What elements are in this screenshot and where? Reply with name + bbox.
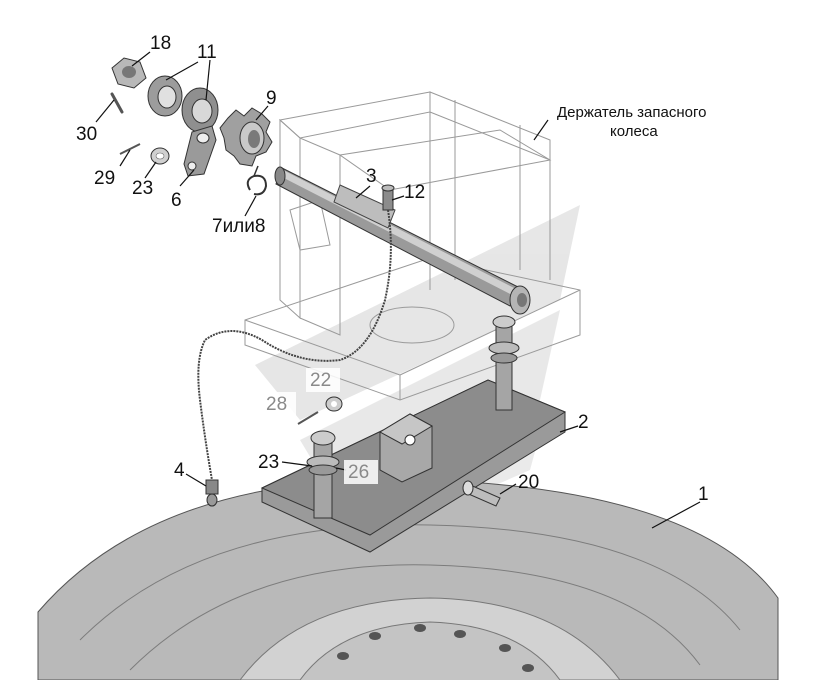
bearing-11b [181, 87, 219, 133]
spring-clip-7or8 [246, 165, 268, 196]
callout-23-bottom: 23 [258, 452, 279, 473]
callout-22: 22 [310, 370, 331, 391]
callout-6: 6 [171, 190, 182, 211]
callout-3: 3 [366, 166, 377, 187]
callout-2: 2 [578, 412, 589, 433]
shaft-3 [274, 166, 531, 315]
callout-4: 4 [174, 460, 185, 481]
callout-7or8: 7или8 [212, 216, 265, 237]
callout-1: 1 [698, 484, 709, 505]
wheel-stud-holes [337, 624, 534, 672]
hinge-lug [378, 413, 434, 483]
callout-12: 12 [404, 182, 425, 203]
callout-23-top: 23 [132, 178, 153, 199]
callout-18: 18 [150, 33, 171, 54]
cable-end-4 [205, 479, 219, 507]
caption-line-2: колеса [610, 123, 658, 140]
washer-22 [325, 396, 343, 412]
callout-26: 26 [348, 462, 369, 483]
callout-28: 28 [266, 394, 287, 415]
callout-30: 30 [76, 124, 97, 145]
leader-lines [95, 51, 701, 529]
callout-11: 11 [197, 42, 217, 63]
washer-23-top [150, 147, 170, 165]
callout-9: 9 [266, 88, 277, 109]
sprocket-9 [219, 107, 273, 167]
nut-18 [111, 57, 147, 89]
split-pin-28 [297, 411, 319, 425]
callout-20: 20 [518, 472, 539, 493]
bearing-11a [147, 75, 183, 117]
cotter-pin-30 [110, 92, 124, 114]
bolt-left [306, 430, 340, 519]
bolt-right [488, 315, 520, 411]
lever-6 [183, 125, 217, 177]
split-pin-29 [119, 143, 141, 155]
lock-pin-12 [381, 184, 395, 211]
callout-29: 29 [94, 168, 115, 189]
bracket-frame [244, 91, 581, 401]
safety-cable-4 [197, 209, 392, 481]
caption-line-1: Держатель запасного [557, 104, 706, 121]
callout-labels: 18 11 9 30 29 23 6 7или8 3 12 22 28 4 23… [76, 33, 709, 505]
pin-20 [462, 480, 501, 507]
